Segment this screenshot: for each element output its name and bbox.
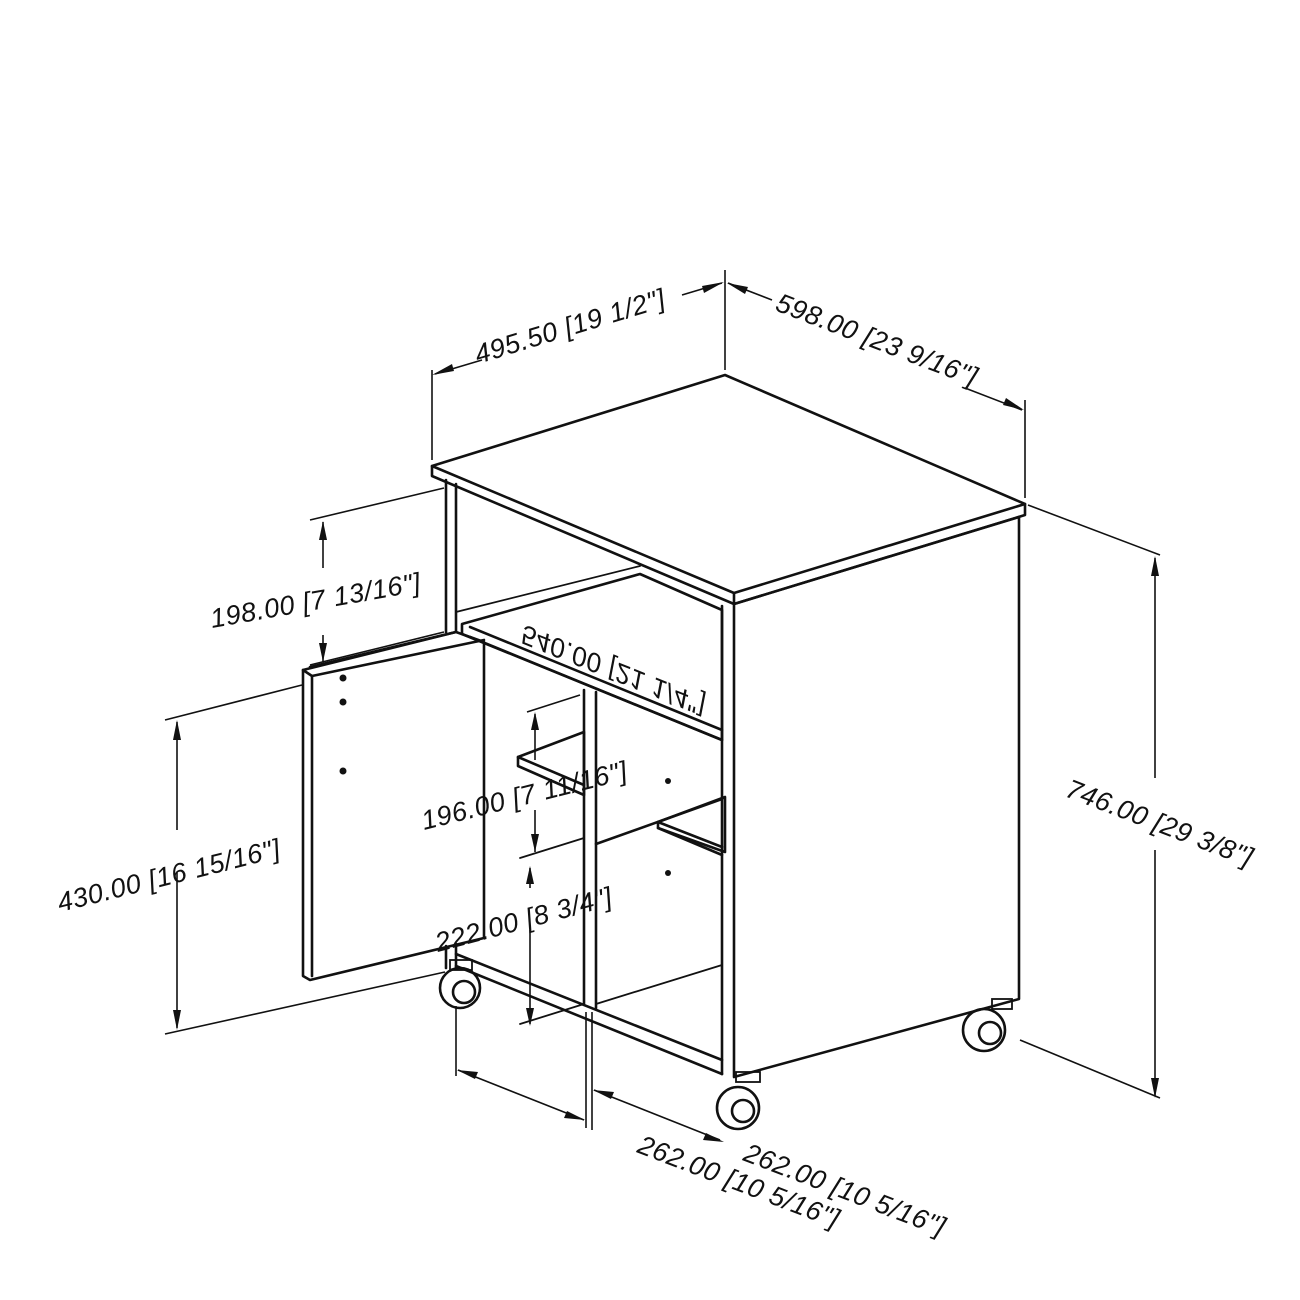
door-hinge-hole [339,698,347,706]
dim-bottom-compartment: 222.00 [8 3/4"] [431,881,617,958]
dim-overall-height: 746.00 [29 3/8"] [1062,774,1258,873]
dim-upper-opening: 198.00 [7 13/16"] [208,567,424,634]
bottom-panel [454,952,724,1062]
right-side-panel [732,515,1021,1079]
caster-front-left [438,959,482,1010]
door-hinge-hole [339,674,347,682]
upper-fixed-shelf [460,572,724,742]
dim-door-height: 430.00 [16 15/16"] [54,833,284,918]
dimension-lines [164,270,1161,1142]
door-knob-hole [339,767,347,775]
caster-back-right [961,998,1013,1053]
caster-front-right [715,1071,761,1131]
cabinet-door [301,630,486,982]
casters [438,959,1013,1131]
dim-top-depth: 495.50 [19 1/2"] [471,283,670,370]
dim-top-width: 598.00 [23 9/16"] [772,288,983,393]
top-panel [430,373,1027,595]
cabinet-body [430,373,1027,1079]
dimension-labels: 495.50 [19 1/2"] 598.00 [23 9/16"] 198.0… [54,283,1258,1242]
left-adjustable-shelf [516,730,586,797]
dim-shelf-spacing: 196.00 [7 11/16"] [418,755,631,835]
top-panel-front-edge [430,464,1027,606]
